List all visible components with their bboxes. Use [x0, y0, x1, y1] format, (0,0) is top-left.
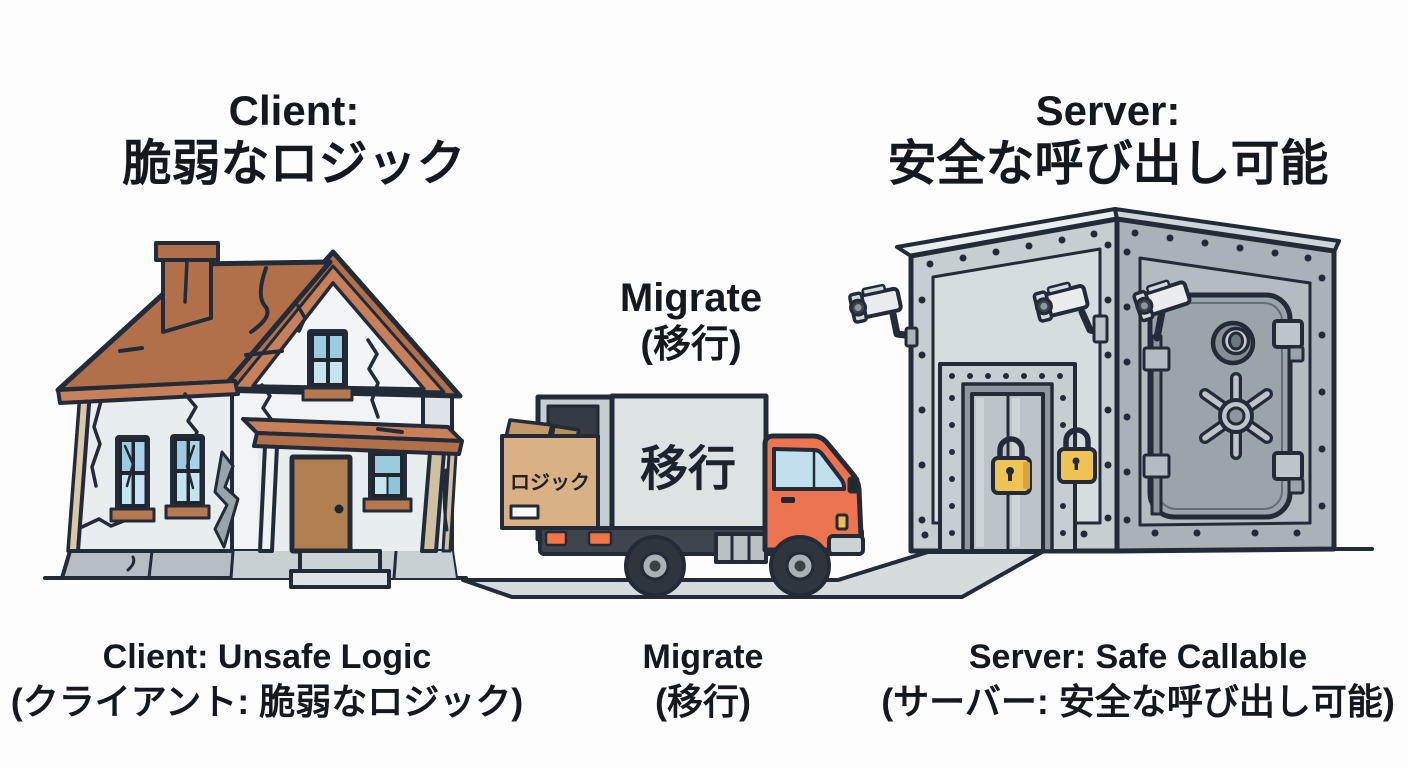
truck-cargo-box: [609, 393, 769, 533]
vault-illustration: [848, 207, 1341, 554]
rear-reflector-1: [544, 530, 568, 547]
vault-door: [1147, 292, 1305, 520]
migrate-caption: Migrate (移行): [643, 636, 764, 724]
server-caption: Server: Safe Callable (サーバー: 安全な呼び出し可能): [881, 636, 1395, 724]
cab-window: [772, 447, 846, 491]
cargo-box-label: ロジック: [510, 471, 590, 494]
client-title: Client: 脆弱なロジック: [122, 86, 465, 193]
door-knob: [334, 504, 344, 514]
porch-window: [362, 449, 413, 513]
padlock-icon-1: [991, 436, 1032, 495]
side-mirror: [847, 476, 860, 494]
server-caption-jp: (サーバー: 安全な呼び出し可能): [881, 680, 1395, 722]
security-camera-icon-2: [1032, 281, 1109, 344]
foundation: [60, 549, 458, 580]
client-caption: Client: Unsafe Logic (クライアント: 脆弱なロジック): [11, 636, 524, 724]
migrate-label-jp: (移行): [640, 324, 742, 366]
migrate-label: Migrate (移行): [620, 274, 762, 370]
truck-toolbox: [714, 532, 768, 564]
rear-wheel: [624, 535, 686, 597]
shipping-label: [509, 504, 540, 520]
server-title-en: Server:: [1035, 87, 1181, 134]
cardboard-box: ロジック: [500, 418, 600, 530]
front-steps: [289, 549, 391, 589]
security-camera-icon-1: [848, 283, 919, 348]
cab-door-handle: [781, 497, 795, 503]
gable-window: [301, 329, 354, 402]
large-crack: [213, 450, 240, 549]
server-title-jp: 安全な呼び出し可能: [887, 137, 1329, 192]
server-title: Server: 安全な呼び出し可能: [887, 86, 1328, 193]
house-roof: [55, 259, 333, 405]
porch: [241, 417, 464, 589]
house-left-wall: [76, 381, 234, 553]
rivets: [918, 229, 1326, 539]
rear-reflector-2: [587, 530, 613, 547]
headlight: [835, 513, 849, 531]
cracked-house-illustration: [55, 241, 464, 589]
porch-post-left: [258, 444, 279, 553]
security-camera-icon-3: [1132, 279, 1192, 516]
padlock-icon-2: [1057, 427, 1097, 484]
awning-fascia: [252, 431, 464, 456]
left-window-2: [164, 434, 211, 520]
truck-cab: [762, 433, 865, 556]
truck-box-text: 移行: [640, 443, 736, 496]
client-title-jp: 脆弱なロジック: [122, 137, 466, 192]
chimney: [154, 241, 220, 334]
migrate-label-en: Migrate: [619, 276, 763, 320]
vault-dial-icon: [1210, 320, 1256, 366]
vault-hinge-top: [1272, 319, 1305, 363]
vault-wheel-icon: [1199, 372, 1273, 460]
client-title-en: Client:: [228, 87, 360, 134]
vault-hinge-bottom: [1272, 451, 1305, 495]
left-window-1: [109, 435, 156, 523]
front-bumper: [827, 534, 865, 556]
client-caption-en: Client: Unsafe Logic: [102, 638, 432, 676]
migrate-caption-en: Migrate: [642, 638, 764, 676]
server-caption-en: Server: Safe Callable: [968, 638, 1308, 676]
moving-truck-illustration: 移行: [500, 393, 865, 597]
front-wheel: [769, 535, 831, 597]
migrate-caption-jp: (移行): [655, 680, 751, 722]
client-caption-jp: (クライアント: 脆弱なロジック): [10, 680, 524, 722]
front-door: [289, 454, 353, 554]
